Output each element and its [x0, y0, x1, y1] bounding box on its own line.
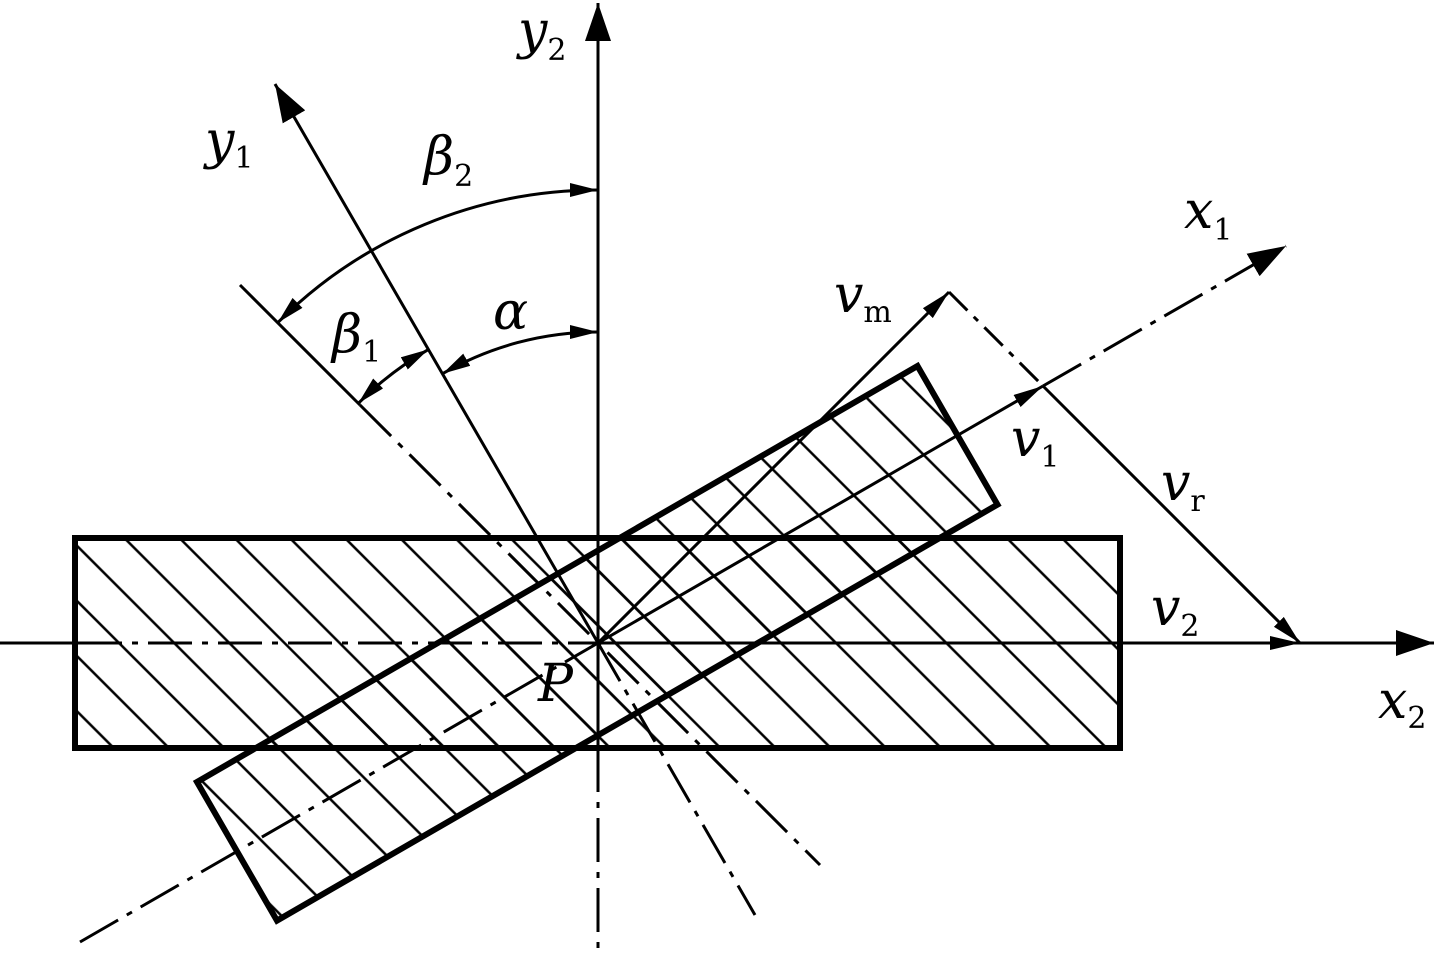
label-v1-letter: v	[1011, 409, 1040, 469]
label-alpha: α	[493, 282, 528, 342]
label-vr: vr	[1161, 453, 1205, 519]
y1-axis-extension	[596, 642, 757, 916]
label-x1-sub: 1	[1213, 213, 1232, 248]
label-y2-sub: 2	[547, 33, 566, 68]
label-P-letter: P	[537, 654, 574, 714]
label-v1: v1	[1011, 409, 1059, 475]
label-vm: vm	[834, 265, 892, 330]
vr-vector	[1041, 384, 1302, 645]
label-beta2-sub: 2	[454, 159, 473, 194]
label-v2-sub: 2	[1180, 609, 1199, 644]
label-vr-sub: r	[1190, 484, 1205, 519]
label-beta2: β2	[422, 127, 473, 194]
label-x1: x1	[1184, 181, 1232, 248]
vm-vector	[596, 290, 951, 645]
label-y1-sub: 1	[234, 141, 253, 176]
label-P: P	[537, 654, 574, 714]
vm-to-v1-dashed-line	[947, 290, 1045, 388]
reference-line	[238, 283, 362, 407]
label-v2: v2	[1151, 578, 1199, 644]
label-vr-letter: v	[1161, 453, 1190, 513]
y1-axis	[273, 83, 600, 644]
label-x2-letter: x	[1378, 671, 1407, 731]
beta2-arc	[276, 183, 599, 324]
rotated-bar-outline	[192, 361, 1002, 925]
label-x2: x2	[1378, 671, 1426, 736]
label-y1-letter: y	[203, 111, 235, 171]
label-vm-letter: v	[834, 265, 863, 325]
x1-axis-centerline	[79, 641, 599, 944]
label-x2-sub: 2	[1407, 701, 1426, 736]
label-y2-letter: y	[516, 1, 548, 61]
label-alpha-letter: α	[493, 282, 528, 342]
label-vm-sub: m	[863, 295, 891, 330]
label-v2-letter: v	[1151, 578, 1180, 638]
label-beta1: β1	[330, 305, 381, 370]
v1-vector	[597, 384, 1044, 645]
label-beta1-letter: β	[330, 305, 362, 365]
label-v1-sub: 1	[1040, 440, 1059, 475]
reference-line-centerline	[358, 403, 822, 867]
label-x1-letter: x	[1184, 181, 1213, 241]
label-y1: y1	[203, 111, 253, 176]
alpha-arc	[441, 325, 599, 375]
label-y2: y2	[516, 1, 566, 68]
beta1-arc	[357, 348, 430, 405]
label-beta1-sub: 1	[362, 335, 381, 370]
label-beta2-letter: β	[422, 127, 454, 187]
x1-axis	[1042, 244, 1287, 388]
